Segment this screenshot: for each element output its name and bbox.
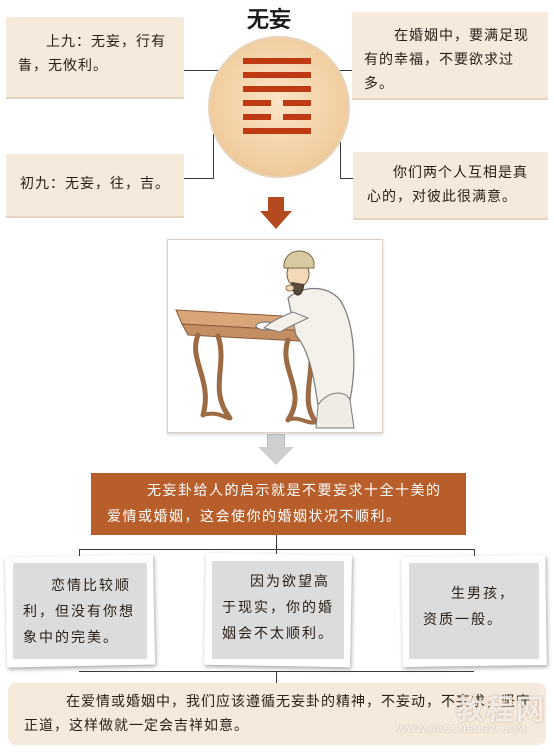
card-children: 生男孩，资质一般。 xyxy=(409,563,539,659)
card-love-text: 恋情比较顺利，但没有你想象中的完美。 xyxy=(23,578,135,646)
top-line-meaning-box: 在婚姻中，要满足现有的幸福，不要欲求过多。 xyxy=(352,12,548,98)
scholar-illustration xyxy=(167,239,383,433)
connector-mid-right-v xyxy=(340,128,341,178)
insight-text: 无妄卦给人的启示就是不要妄求十全十美的爱情或婚姻，这会使你的婚姻状况不顺利。 xyxy=(107,483,442,525)
bottom-connector-v xyxy=(276,671,277,683)
conclusion-box: 在爱情或婚姻中，我们应该遵循无妄卦的精神，不妄动，不妄求，坚守正道，这样做就一定… xyxy=(8,683,546,745)
banner-connector-v xyxy=(276,535,277,549)
first-line-box: 初九：无妄，往，吉。 xyxy=(6,154,184,216)
down-arrow-grey-stem xyxy=(267,434,285,448)
hexagram-line-6 xyxy=(243,58,311,64)
hexagram-line-1 xyxy=(243,128,311,134)
hexagram-line-3b xyxy=(283,100,311,106)
card-love: 恋情比较顺利，但没有你想象中的完美。 xyxy=(13,563,147,659)
card-marriage: 因为欲望高于现实，你的婚姻会不太顺利。 xyxy=(212,561,344,659)
card-children-text: 生男孩，资质一般。 xyxy=(423,586,515,628)
hexagram-line-2a xyxy=(243,114,271,120)
top-line-text: 上九：无妄，行有眚，无攸利。 xyxy=(18,34,166,74)
watermark-logo: 教程网 xyxy=(455,693,546,726)
top-line-box: 上九：无妄，行有眚，无攸利。 xyxy=(6,17,184,97)
watermark-url: WWW.JIAOCHENGW.COM xyxy=(396,725,526,735)
hexagram-line-3a xyxy=(243,100,271,106)
connector-mid-left-h xyxy=(183,178,214,179)
connector-mid-left-v xyxy=(213,128,214,178)
insight-banner: 无妄卦给人的启示就是不要妄求十全十美的爱情或婚姻，这会使你的婚姻状况不顺利。 xyxy=(91,473,466,535)
hexagram-line-5 xyxy=(243,72,311,78)
down-arrow-icon xyxy=(260,211,292,229)
hexagram-symbol xyxy=(243,58,311,138)
connector-mid-right-h xyxy=(340,178,353,179)
first-line-meaning-text: 你们两个人互相是真心的，对彼此很满意。 xyxy=(367,165,528,205)
hexagram-line-2b xyxy=(283,114,311,120)
card3-connector xyxy=(474,549,475,561)
first-line-text: 初九：无妄，往，吉。 xyxy=(20,176,170,192)
down-arrow-grey-icon xyxy=(258,447,294,465)
down-arrow-stem xyxy=(268,197,284,211)
top-line-meaning-text: 在婚姻中，要满足现有的幸福，不要欲求过多。 xyxy=(364,28,529,92)
first-line-meaning-box: 你们两个人互相是真心的，对彼此很满意。 xyxy=(353,152,548,218)
conclusion-text: 在爱情或婚姻中，我们应该遵循无妄卦的精神，不妄动，不妄求，坚守正道，这样做就一定… xyxy=(24,694,531,734)
hexagram-line-4 xyxy=(243,86,311,92)
hexagram-title: 无妄 xyxy=(247,8,292,33)
scholar-at-table-image xyxy=(168,240,382,432)
card-marriage-text: 因为欲望高于现实，你的婚姻会不太顺利。 xyxy=(222,574,334,642)
